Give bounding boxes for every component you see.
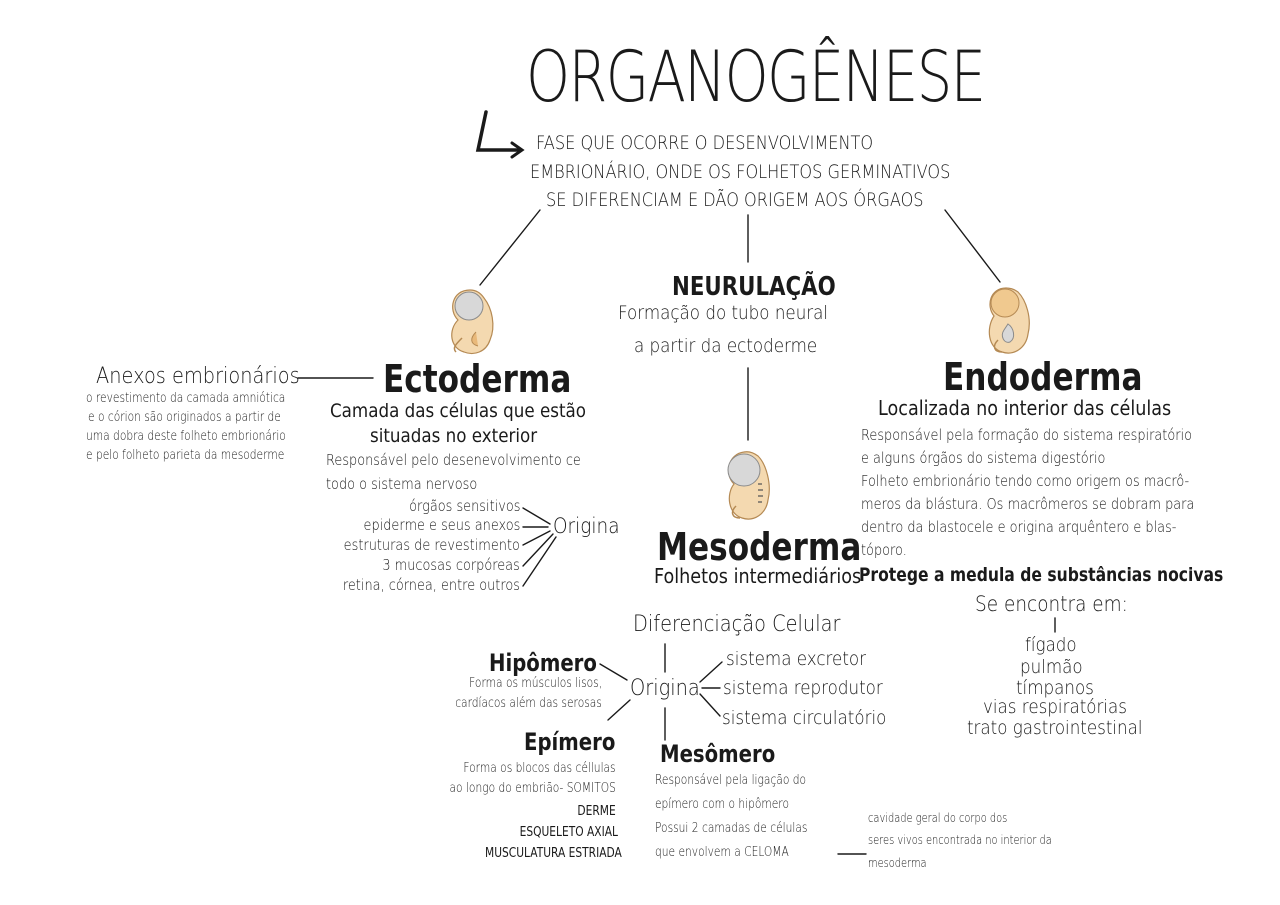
embryo-icon [727,451,770,520]
ecto-origina-rays [522,507,557,587]
ectoderma-title: Ectoderma [383,357,572,401]
anexos-line: e o córion são originados a partir de [88,410,281,425]
endoderma-subtitle: Localizada no interior das células [878,396,1172,420]
neurulacao-line: Formação do tubo neural [618,302,829,324]
ectoderma-subtitle: Camada das células que estão [330,400,586,422]
meso-origina-label: Origina [630,676,700,701]
endoderma-desc: Responsável pela formação do sistema res… [861,426,1193,444]
endoderma-local: trato gastrointestinal [967,717,1143,739]
anexos-line: uma dobra deste folheto embrionário [86,429,286,444]
endoderma-local: vias respiratórias [983,696,1127,718]
line-to-ectoderma [479,209,541,286]
endoderma-desc: tóporo. [861,541,907,559]
neurulacao-title: NEURULAÇÃO [672,272,836,302]
mesoderma-title: Mesoderma [657,525,862,569]
epimero-bold: DERME [577,804,616,819]
endoderma-title: Endoderma [943,355,1143,399]
meso-sistema: sistema circulatório [722,707,887,729]
line-to-endoderma [944,209,1001,283]
definition-line: EMBRIONÁRIO, ONDE OS FOLHETOS GERMINATIV… [530,161,951,183]
meso-sistema: sistema excretor [726,648,867,670]
endoderma-desc: e alguns órgãos do sistema digestório [861,449,1106,467]
epimero-bold: ESQUELETO AXIAL [519,825,618,840]
ecto-origina-item: órgãos sensitivos [408,497,520,515]
hipomero-title: Hipômero [489,649,597,677]
celoma-note-line: mesoderma [868,856,927,870]
epimero-title: Epímero [524,728,616,756]
ecto-origina-item: 3 mucosas corpóreas [382,556,520,574]
ecto-origina-item: epiderme e seus anexos [363,516,520,534]
meso-origina-rays [599,661,723,741]
anexos-line: o revestimento da camada amniótica [86,391,286,406]
definition-line: FASE QUE OCORRE O DESENVOLVIMENTO [536,132,874,154]
celoma-note-line: cavidade geral do corpo dos [868,811,1008,825]
embryo-icon [988,287,1030,354]
anexos-title: Anexos embrionários [96,364,300,389]
endoderma-desc: Folheto embrionário tendo como origem os… [861,472,1190,490]
neurulacao-line: a partir da ectoderme [634,335,818,357]
celoma-note-line: seres vivos encontrada no interior da [868,833,1052,847]
embryo-icon [451,289,494,355]
mesomero-line: Responsável pela ligação do [655,773,807,788]
ecto-origina-item: estruturas de revestimento [343,536,520,554]
ectoderma-subtitle: situadas no exterior [370,425,538,447]
epimero-line: Forma os blocos das céllulas [463,761,616,776]
hipomero-line: cardíacos além das serosas [455,696,602,711]
corner-arrow-icon [475,110,525,159]
endoderma-se-encontra: Se encontra em: [975,592,1128,616]
mesoderma-subtitle: Folhetos intermediários [654,564,862,588]
meso-sistema: sistema reprodutor [723,677,883,699]
mesomero-line: epímero com o hipômero [655,797,789,812]
endoderma-desc: dentro da blastocele e origina arquênter… [861,518,1177,536]
epimero-line: ao longo do embrião- SOMITOS [449,781,616,796]
mesomero-title: Mesômero [660,740,776,768]
endoderma-desc: meros da blástura. Os macrômeros se dobr… [861,495,1195,513]
mesomero-line: Possui 2 camadas de células [655,821,808,836]
epimero-bold: MUSCULATURA ESTRIADA [485,846,622,861]
endoderma-local: pulmão [1020,656,1083,678]
ectoderma-desc: todo o sistema nervoso [326,475,478,493]
page-title: ORGANOGÊNESE [526,36,986,118]
ecto-origina-label: Origina [553,514,620,538]
ectoderma-desc: Responsável pelo desenevolvimento ce [326,451,581,469]
mesoderma-diferenciacao: Diferenciação Celular [633,612,841,637]
endoderma-local: tímpanos [1016,677,1094,699]
ecto-origina-item: retina, córnea, entre outros [342,576,520,594]
mesomero-line: que envolvem a CELOMA [655,845,789,860]
hipomero-line: Forma os músculos lisos, [469,676,602,691]
endoderma-protege: Protege a medula de substâncias nocivas [859,564,1224,586]
definition-line: SE DIFERENCIAM E DÃO ORIGEM AOS ÓRGAOS [546,189,924,211]
endoderma-local: fígado [1025,634,1077,656]
anexos-line: e pelo folheto parieta da mesoderme [86,448,285,463]
